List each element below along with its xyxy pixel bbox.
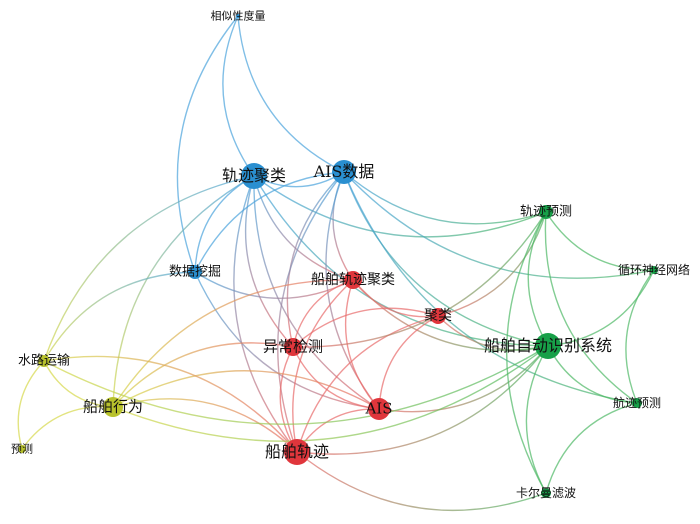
node-label[interactable]: 聚类 (424, 308, 452, 324)
edge-ais-cbxw (112, 370, 380, 410)
edge-aissj-sjwj (194, 171, 345, 273)
node-label[interactable]: 轨迹预测 (519, 204, 573, 220)
node-cbgjjl[interactable] (344, 271, 362, 289)
edge-gjyc-cbzdsbxt (527, 211, 549, 347)
edge-aissj-xhsjwl (343, 171, 655, 279)
node-slys[interactable] (38, 355, 50, 367)
edge-jl-cbgj (296, 315, 439, 453)
node-yc[interactable] (18, 445, 26, 453)
edge-gjjl-cbgj (233, 175, 298, 453)
edge-cbzdsbxt-kemlb (525, 345, 549, 494)
node-gjyc[interactable] (539, 205, 553, 219)
node-label[interactable]: 相似性度量 (210, 9, 266, 23)
edge-cbgjjl-cbgj (292, 279, 354, 453)
edge-cbgj-cbzdsbxt (296, 345, 549, 455)
node-label[interactable]: 船舶轨迹 (264, 442, 330, 461)
edge-xsxdl-aissj (237, 15, 345, 173)
edge-gjjl-ais (253, 175, 380, 410)
node-label[interactable]: 卡尔曼滤波 (515, 486, 577, 500)
node-cbgj[interactable] (284, 439, 310, 465)
edge-ycjc-ais (292, 346, 380, 410)
edge-gjyc-hjyc (544, 211, 638, 404)
edge-cbgjjl-ycjc (292, 279, 354, 348)
edge-sjwj-ais (194, 271, 380, 410)
edge-aissj-cbgj (277, 171, 345, 453)
edge-cbgj-cbxw (112, 398, 298, 453)
edge-hjyc-kemlb (545, 402, 638, 494)
node-label[interactable]: 数据挖掘 (168, 264, 222, 280)
edge-cbgjjl-ais (344, 279, 380, 410)
node-label[interactable]: 船舶自动识别系统 (483, 336, 613, 355)
edge-xsxdl-gjjl (222, 15, 255, 177)
edge-xsxdl-sjwj (176, 15, 239, 273)
node-jl[interactable] (430, 308, 446, 324)
node-gjjl[interactable] (241, 163, 267, 189)
edge-jl-ycjc (292, 307, 439, 348)
node-hjyc[interactable] (632, 398, 642, 408)
edge-gjyc-xhsjwl (545, 211, 655, 271)
node-label[interactable]: 船舶行为 (82, 397, 144, 416)
node-label[interactable]: AIS数据 (313, 162, 375, 181)
edge-xhsjwl-hjyc (625, 269, 655, 404)
edge-ycjc-cbxw (112, 342, 294, 408)
node-label[interactable]: 循环神经网络 (617, 263, 691, 277)
node-label[interactable]: 轨迹聚类 (221, 166, 287, 185)
node-sjwj[interactable] (188, 265, 202, 279)
node-xsxdl[interactable] (236, 14, 240, 18)
edge-gjyc-kemlb (505, 211, 547, 494)
edge-aissj-cbzdsbxt (343, 171, 549, 347)
node-label[interactable]: 水路运输 (17, 353, 71, 369)
node-label[interactable]: 预测 (11, 442, 33, 456)
edge-cbxw-yc (21, 405, 114, 450)
edge-cbzdsbxt-xhsjwl (547, 269, 655, 347)
edge-slys-yc (17, 360, 45, 450)
edge-gjjl-gjyc (253, 175, 547, 238)
node-cbzdsbxt[interactable] (535, 333, 561, 359)
edge-aissj-hjyc (343, 171, 638, 404)
edge-sjwj-slys (43, 271, 196, 362)
edge-jl-gjyc (437, 211, 547, 317)
node-label[interactable]: 航迹预测 (612, 396, 662, 410)
edge-jl-cbzdsbxt (437, 315, 549, 351)
edge-gjjl-ycjc (244, 175, 294, 348)
edge-jl-ais (378, 315, 439, 410)
node-ais[interactable] (368, 398, 390, 420)
edge-slys-cbzdsbxt (43, 345, 549, 425)
edge-gjjl-slys (43, 175, 255, 362)
node-kemlb[interactable] (541, 488, 551, 498)
node-label[interactable]: AIS (365, 399, 393, 418)
node-label[interactable]: 异常检测 (262, 337, 324, 356)
edge-ais-cbzdsbxt (378, 345, 549, 413)
edge-aissj-gjyc (343, 171, 547, 225)
edge-cbgjjl-cbxw (112, 279, 354, 408)
node-ycjc[interactable] (284, 338, 302, 356)
edge-aissj-ycjc (286, 171, 345, 348)
node-cbxw[interactable] (103, 397, 123, 417)
node-label[interactable]: 船舶轨迹聚类 (311, 272, 395, 288)
edge-gjjl-cbxw (112, 175, 255, 408)
node-aissj[interactable] (332, 160, 356, 184)
edge-cbxw-cbzdsbxt (112, 345, 549, 442)
edge-cbgj-kemlb (296, 451, 547, 512)
node-xhsjwl[interactable] (650, 266, 658, 274)
